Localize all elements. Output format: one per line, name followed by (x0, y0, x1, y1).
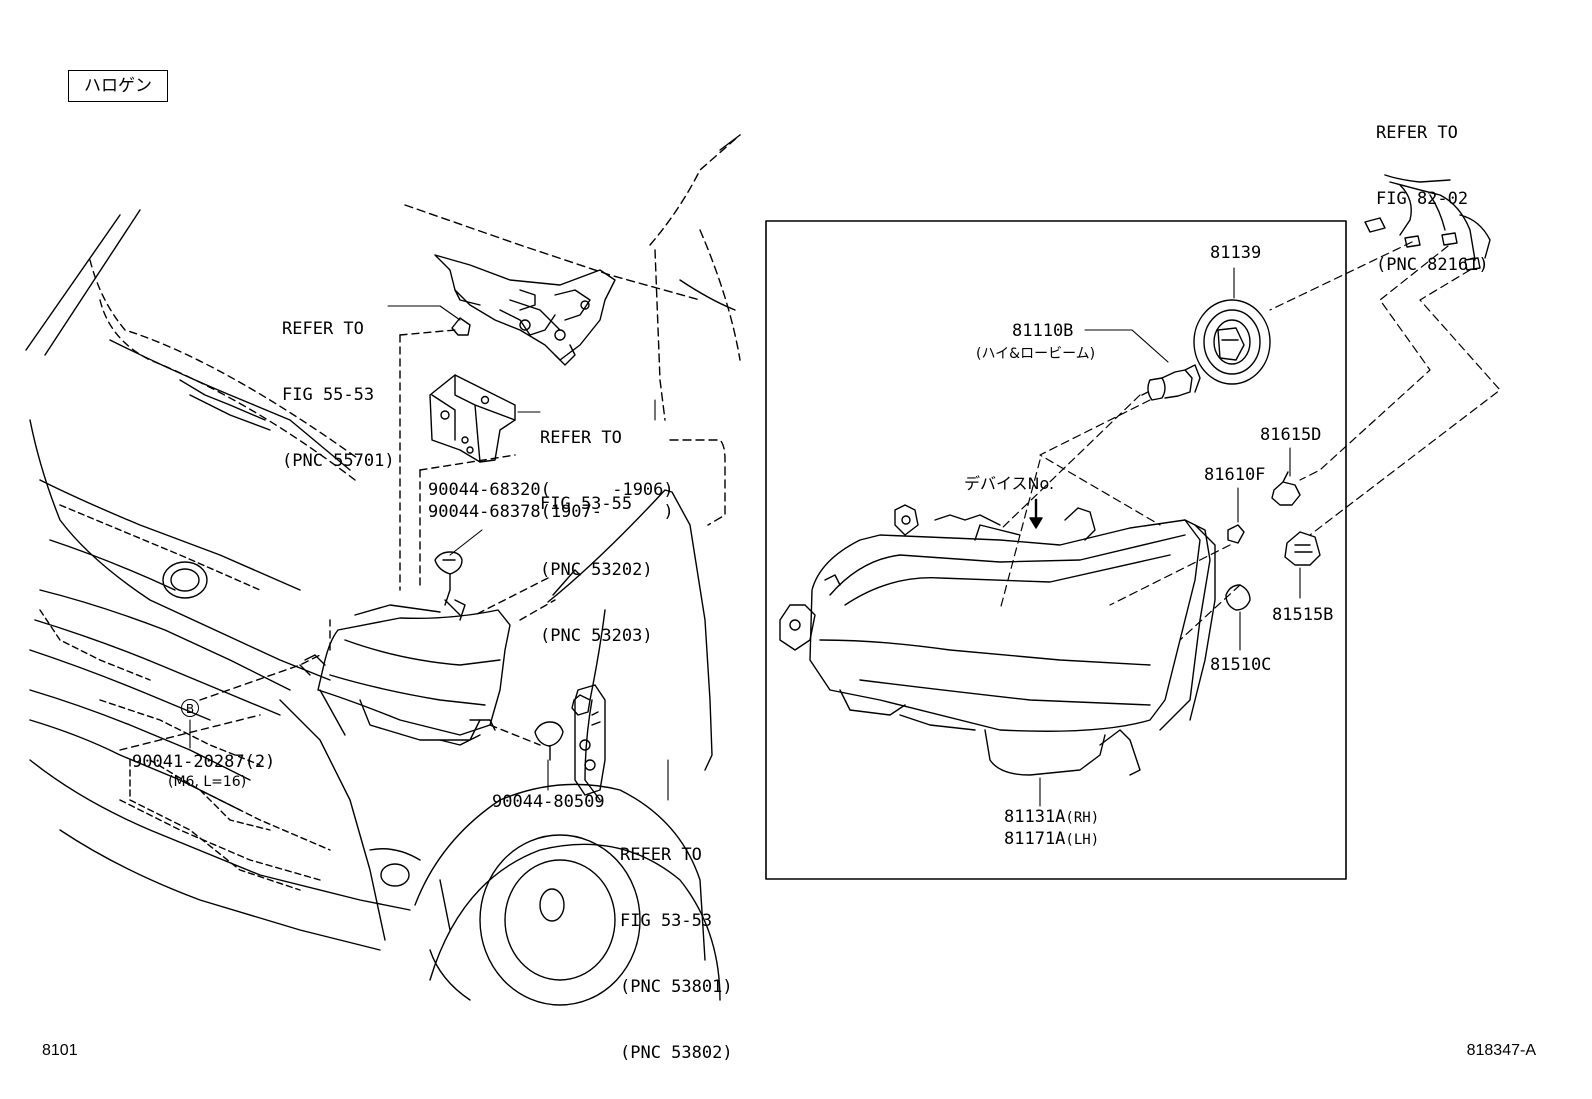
socket-81515b (1284, 531, 1321, 566)
device-number-arrow (1029, 498, 1043, 529)
part-bolt-90041-20287[interactable]: 90041-20287(2) (132, 752, 276, 772)
callout-line: (PNC 53802) (620, 1043, 733, 1063)
exploded-view-frame (765, 220, 1347, 880)
part-nut-90044-68320[interactable]: 90044-68320( -1906) (428, 480, 674, 500)
bulb-note: (ハイ&ロービーム) (976, 346, 1096, 362)
radiator-support-bracket (399, 254, 616, 591)
callout-refer-fig-55-53[interactable]: REFER TO FIG 55-53 (PNC 55701) (282, 274, 395, 494)
callout-line: FIG 82-02 (1376, 189, 1469, 209)
figure-number: 8101 (42, 1042, 78, 1059)
fender-panel (547, 439, 726, 801)
wiring-harness (1364, 174, 1491, 271)
callout-line: FIG 53-55 (540, 494, 633, 514)
variant-tag: ハロゲン (68, 70, 168, 102)
callout-line: (PNC 53801) (620, 977, 733, 997)
fastener-clip (534, 694, 591, 761)
connection-lines (999, 241, 1501, 641)
lamp-lh-side: (LH) (1065, 832, 1100, 848)
bulb-81610f (1227, 524, 1245, 544)
part-bulb-81610f[interactable]: 81610F (1204, 465, 1266, 485)
callout-refer-fig-53-55[interactable]: REFER TO FIG 53-55 (PNC 53202) (PNC 5320… (540, 383, 653, 669)
illustration-code: 818347-A (1466, 1042, 1536, 1059)
callout-line: REFER TO (540, 428, 622, 448)
leader-lines-right (1039, 267, 1301, 807)
part-bulb-81110b[interactable]: 81110B (1012, 321, 1074, 341)
bolt-spec: (M6, L=16) (168, 774, 247, 790)
headlamp-unit-exploded (779, 504, 1216, 776)
lamp-lh-number: 81171A (1004, 829, 1066, 849)
bulb-81615d (1271, 471, 1301, 506)
callout-line: REFER TO (620, 845, 702, 865)
circle-marker-b: B (181, 699, 199, 717)
headlamp-mounting-bracket (419, 374, 516, 591)
callout-line: (PNC 53203) (540, 626, 653, 646)
part-headlamp-rh[interactable]: 81131A(RH) (1004, 806, 1099, 829)
callout-line: FIG 55-53 (282, 385, 375, 405)
callout-line: REFER TO (1376, 123, 1458, 143)
part-socket-81515b[interactable]: 81515B (1272, 605, 1334, 625)
part-socket-81510c[interactable]: 81510C (1210, 655, 1272, 675)
halogen-bulb (1141, 364, 1201, 401)
device-number-label: デバイスNo. (964, 474, 1055, 493)
callout-line: REFER TO (282, 319, 364, 339)
lamp-rh-side: (RH) (1065, 810, 1100, 826)
callout-line: (PNC 82161) (1376, 255, 1489, 275)
socket-81510c (1225, 584, 1251, 611)
vehicle-body-outline (25, 134, 741, 1006)
headlamp-installed (119, 577, 556, 751)
part-headlamp-lh[interactable]: 81171A(LH) (1004, 828, 1099, 851)
callout-line: (PNC 53202) (540, 560, 653, 580)
lamp-rh-number: 81131A (1004, 807, 1066, 827)
fastener-nut (434, 551, 463, 606)
socket-cover (1193, 299, 1271, 385)
callout-line: (PNC 55701) (282, 451, 395, 471)
leader-lines-left (189, 305, 669, 801)
callout-line: FIG 53-53 (620, 911, 713, 931)
part-nut-90044-68378[interactable]: 90044-68378(1907- ) (428, 502, 674, 522)
part-bulb-81615d[interactable]: 81615D (1260, 425, 1322, 445)
callout-refer-fig-53-53[interactable]: REFER TO FIG 53-53 (PNC 53801) (PNC 5380… (620, 800, 733, 1086)
part-clip-90044-80509[interactable]: 90044-80509 (492, 792, 605, 812)
callout-refer-fig-82-02[interactable]: REFER TO FIG 82-02 (PNC 82161) (1376, 78, 1489, 298)
part-socket-cover-81139[interactable]: 81139 (1210, 243, 1262, 263)
